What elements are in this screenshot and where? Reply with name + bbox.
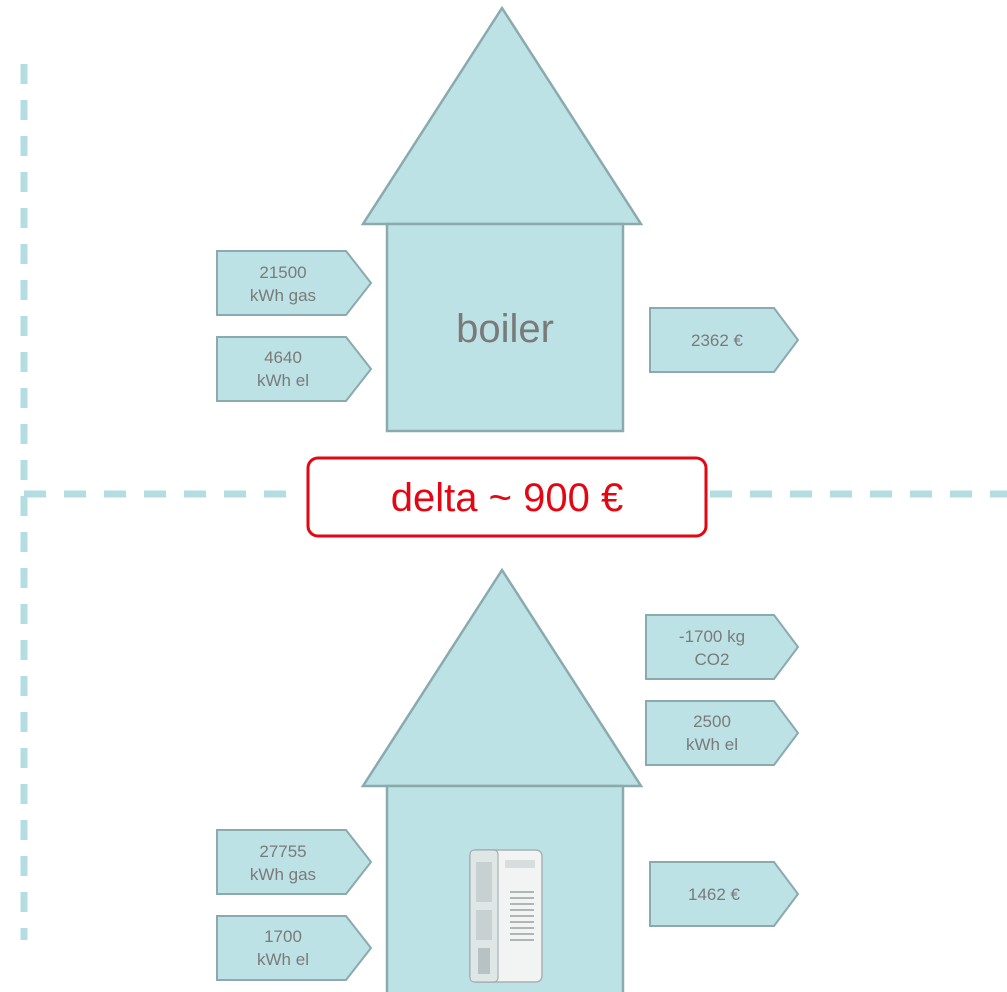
delta-box: delta ~ 900 € bbox=[306, 456, 708, 538]
top-input-gas-unit: kWh gas bbox=[250, 286, 316, 305]
bottom-output-co2-unit: CO2 bbox=[695, 650, 730, 669]
bottom-output-cost-tag: 1462 € bbox=[649, 861, 800, 927]
bottom-output-el-tag: 2500 kWh el bbox=[645, 700, 800, 766]
top-input-gas-value: 21500 bbox=[259, 263, 306, 282]
top-input-gas-tag: 21500 kWh gas bbox=[216, 250, 373, 316]
top-house-roof bbox=[360, 5, 644, 226]
bottom-input-el-value: 1700 bbox=[264, 927, 302, 946]
top-output-cost: 2362 € bbox=[691, 331, 744, 350]
top-house-body bbox=[385, 222, 625, 433]
chp-unit-icon bbox=[469, 849, 543, 983]
bottom-output-co2-value: -1700 kg bbox=[679, 627, 745, 646]
top-input-el-unit: kWh el bbox=[257, 371, 309, 390]
top-output-cost-tag: 2362 € bbox=[649, 307, 800, 373]
top-house-label: boiler bbox=[456, 307, 554, 351]
bottom-output-co2-tag: -1700 kg CO2 bbox=[645, 614, 800, 680]
bottom-input-gas-value: 27755 bbox=[259, 842, 306, 861]
bottom-output-cost: 1462 € bbox=[688, 885, 741, 904]
top-input-el-tag: 4640 kWh el bbox=[216, 336, 373, 402]
bottom-input-el-tag: 1700 kWh el bbox=[216, 915, 373, 981]
top-input-el-value: 4640 bbox=[264, 348, 302, 367]
top-house: boiler bbox=[360, 5, 644, 433]
bottom-input-gas-unit: kWh gas bbox=[250, 865, 316, 884]
bottom-input-gas-tag: 27755 kWh gas bbox=[216, 829, 373, 895]
bottom-output-el-unit: kWh el bbox=[686, 735, 738, 754]
delta-text: delta ~ 900 € bbox=[391, 476, 623, 520]
bottom-input-el-unit: kWh el bbox=[257, 950, 309, 969]
bottom-house-roof bbox=[360, 567, 644, 788]
bottom-output-el-value: 2500 bbox=[693, 712, 731, 731]
